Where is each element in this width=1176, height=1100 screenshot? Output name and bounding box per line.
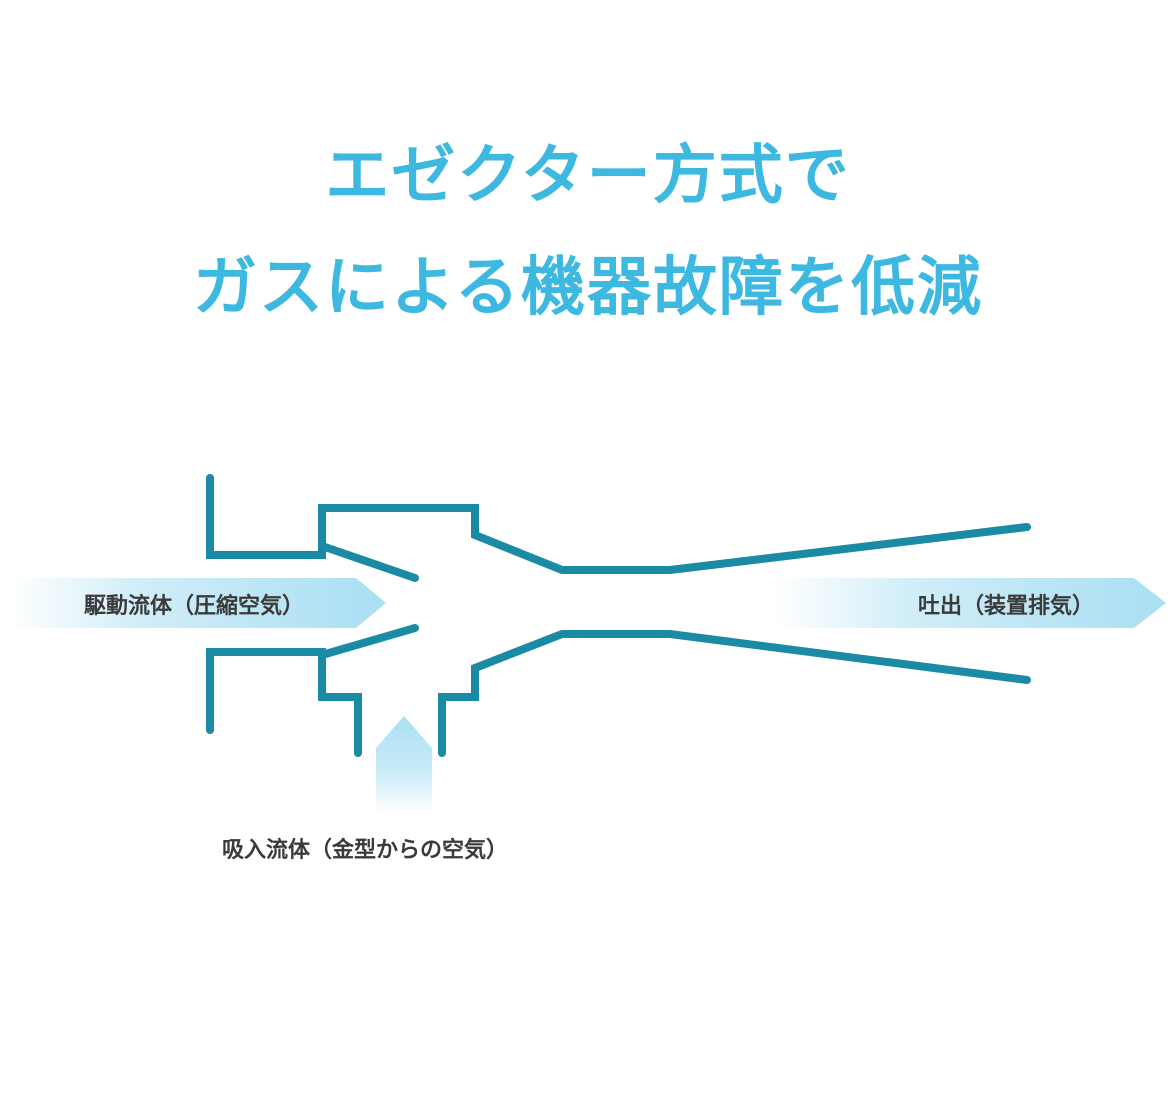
suction-fluid-arrow — [376, 716, 432, 812]
lower-nozzle-lip — [318, 624, 419, 659]
exhaust-label: 吐出（装置排気） — [918, 594, 1095, 619]
upper-nozzle-lip — [318, 542, 419, 582]
upper-wall — [206, 474, 1031, 574]
drive-fluid-label: 駆動流体（圧縮空気） — [84, 594, 305, 619]
lower-wall-right — [438, 630, 1031, 757]
ejector-body-outline — [206, 474, 1031, 757]
page-title-line-2: ガスによる機器故障を低減 — [192, 251, 984, 325]
page-title-line-1: エゼクター方式で — [325, 139, 851, 213]
suction-fluid-label: 吸入流体（金型からの空気） — [222, 838, 509, 863]
exhaust-arrow — [776, 578, 1166, 628]
lower-wall-left — [206, 648, 362, 757]
drive-fluid-arrow — [10, 578, 386, 628]
